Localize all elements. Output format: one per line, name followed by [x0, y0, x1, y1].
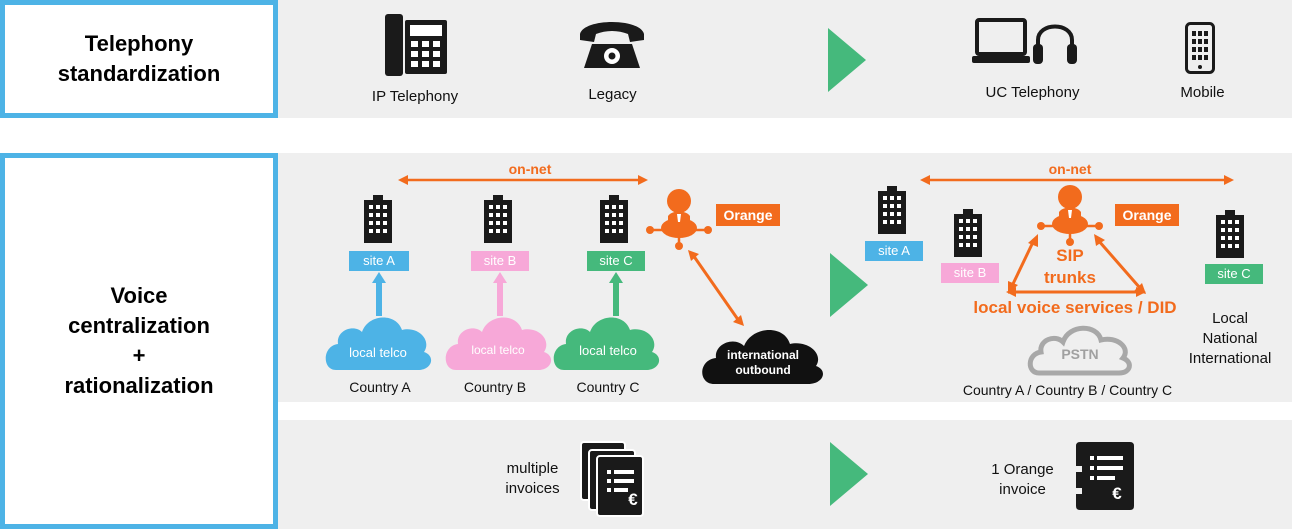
multiple-invoices-line2: invoices	[505, 480, 560, 497]
centralization-title-line2: centralization	[68, 313, 210, 338]
local-label-line3: International	[1188, 350, 1272, 367]
site-c-badge-before: site C	[587, 251, 645, 271]
multiple-invoices-currency: €	[628, 490, 638, 509]
invoices-arrow	[830, 442, 868, 506]
cloud-b-label: local telco	[471, 343, 525, 357]
local-label-line2: National	[1202, 330, 1258, 347]
countries-label: Country A / Country B / Country C	[962, 382, 1173, 398]
sip-label-line2: trunks	[1044, 268, 1096, 287]
cloud-icon-a	[325, 317, 432, 370]
on-net-arrow-before	[398, 175, 648, 185]
international-cloud-icon	[702, 329, 823, 384]
invoices-band	[278, 420, 1292, 529]
sip-trunks-arrows	[1006, 234, 1146, 297]
local-voice-services-label: local voice services / DID	[973, 298, 1177, 317]
arrow-cloud-b-to-site	[493, 272, 507, 316]
one-invoice-line2: invoice	[999, 481, 1046, 498]
building-icon-after-a	[878, 186, 906, 234]
multiple-invoices-line1: multiple	[506, 460, 559, 477]
orange-hub-icon-after	[1037, 185, 1103, 246]
centralization-title-line1: Voice	[110, 283, 168, 308]
single-invoice-icon	[1076, 442, 1134, 510]
local-label-line1: Local	[1212, 310, 1248, 327]
site-b-badge-before: site B	[471, 251, 529, 271]
arrow-cloud-c-to-site	[609, 272, 623, 316]
arrow-cloud-a-to-site	[372, 272, 386, 316]
ip-telephony-label: IP Telephony	[371, 88, 459, 105]
country-b-label: Country B	[463, 379, 527, 395]
orange-tag-before: Orange	[716, 204, 780, 226]
country-a-label: Country A	[349, 379, 411, 395]
legacy-label: Legacy	[588, 86, 637, 103]
centralization-title-line4: rationalization	[64, 373, 214, 398]
uc-telephony-label: UC Telephony	[985, 84, 1080, 101]
centralization-title-line3: +	[132, 343, 146, 368]
orange-tag-after: Orange	[1115, 204, 1179, 226]
international-label-line2: outbound	[735, 363, 791, 377]
ip-phone-icon	[385, 14, 447, 76]
site-a-badge-before: site A	[349, 251, 409, 271]
standardization-title-box: Telephony standardization	[0, 0, 278, 118]
building-icon-after-b	[954, 209, 982, 257]
building-icon-after-c	[1216, 210, 1244, 258]
centralization-title-box: Voice centralization + rationalization	[0, 153, 278, 529]
laptop-headset-icon	[972, 18, 1077, 64]
site-c-badge-after: site C	[1205, 264, 1263, 284]
building-icon-b	[484, 195, 512, 243]
building-icon-a	[364, 195, 392, 243]
legacy-phone-icon	[580, 22, 644, 68]
standardization-title-line2: standardization	[57, 61, 221, 86]
orange-hub-icon-before	[646, 189, 712, 250]
mobile-label: Mobile	[1180, 84, 1225, 101]
site-a-badge-after: site A	[865, 241, 923, 261]
building-icon-c	[600, 195, 628, 243]
single-invoice-currency: €	[1112, 484, 1122, 503]
arrow-orange-to-international	[688, 250, 744, 326]
cloud-icon-c	[553, 317, 660, 370]
on-net-arrow-after	[920, 175, 1234, 185]
cloud-icon-b	[445, 317, 552, 370]
country-c-label: Country C	[576, 379, 640, 395]
centralization-arrow	[830, 253, 868, 317]
pstn-cloud-icon	[1027, 325, 1132, 376]
sip-label-line1: SIP	[1056, 246, 1084, 265]
standardization-arrow	[828, 28, 866, 92]
on-net-label-before: on-net	[508, 161, 552, 177]
standardization-title-line1: Telephony	[84, 31, 194, 56]
cloud-a-label: local telco	[349, 345, 407, 360]
cloud-c-label: local telco	[579, 343, 637, 358]
pstn-label: PSTN	[1061, 346, 1099, 362]
one-invoice-line1: 1 Orange	[991, 461, 1054, 478]
site-b-badge-after: site B	[941, 263, 999, 283]
international-label-line1: international	[726, 348, 799, 362]
multiple-invoices-icon	[580, 441, 644, 517]
on-net-label-after: on-net	[1048, 161, 1092, 177]
mobile-icon	[1185, 22, 1215, 74]
